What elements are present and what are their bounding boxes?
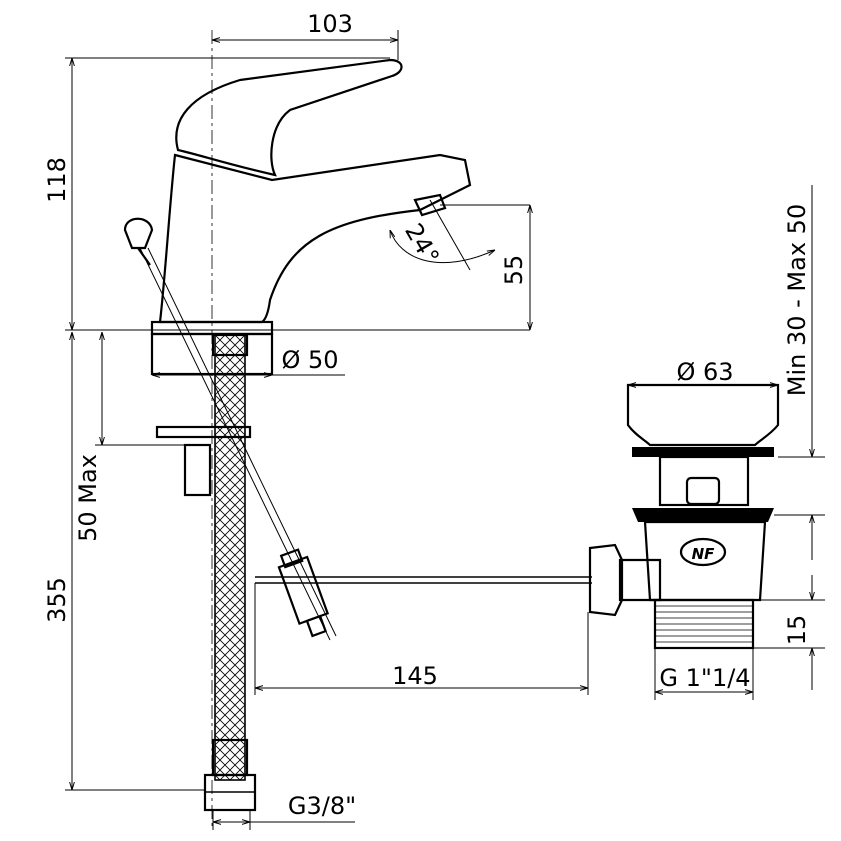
svg-text:15: 15 (783, 615, 811, 646)
svg-text:24°: 24° (399, 219, 445, 270)
svg-text:Min 30 - Max 50: Min 30 - Max 50 (783, 204, 811, 396)
mounting-washer (155, 425, 252, 439)
nf-logo (679, 537, 727, 567)
svg-text:355: 355 (43, 577, 71, 623)
dim-55: 55 (500, 205, 530, 330)
rod-clamp (277, 548, 330, 638)
mounting-nut (183, 443, 212, 497)
dim-15: 15 (753, 575, 825, 690)
svg-text:103: 103 (307, 10, 353, 38)
dim-diameter-63: Ø 63 (628, 358, 778, 386)
svg-text:Ø 63: Ø 63 (676, 358, 733, 386)
dim-103: 103 (212, 10, 399, 60)
dim-50-max: 50 Max (74, 332, 185, 542)
svg-text:G 1"1/4: G 1"1/4 (659, 664, 750, 692)
svg-text:145: 145 (392, 662, 438, 690)
dim-145: 145 (254, 583, 589, 695)
svg-text:G3/8": G3/8" (288, 792, 356, 820)
dim-min-30-max-50: Min 30 - Max 50 (774, 185, 825, 560)
pop-up-knob (123, 217, 154, 266)
dim-g-1-1-4: G 1"1/4 (654, 648, 754, 700)
dim-diameter-50: Ø 50 (152, 346, 345, 375)
dim-118: 118 (43, 57, 530, 331)
svg-text:55: 55 (500, 255, 528, 286)
flexible-hose (214, 334, 246, 781)
nf-logo-text: NF (692, 545, 716, 563)
hose-top-fitting (211, 333, 249, 357)
dim-g3-8: G3/8" (212, 792, 356, 830)
svg-text:50 Max: 50 Max (74, 454, 102, 542)
dim-355: 355 (43, 332, 205, 791)
pop-up-drain: NF (588, 383, 780, 650)
faucet-body (150, 58, 472, 376)
svg-text:Ø 50: Ø 50 (281, 346, 338, 374)
svg-text:118: 118 (43, 157, 71, 203)
